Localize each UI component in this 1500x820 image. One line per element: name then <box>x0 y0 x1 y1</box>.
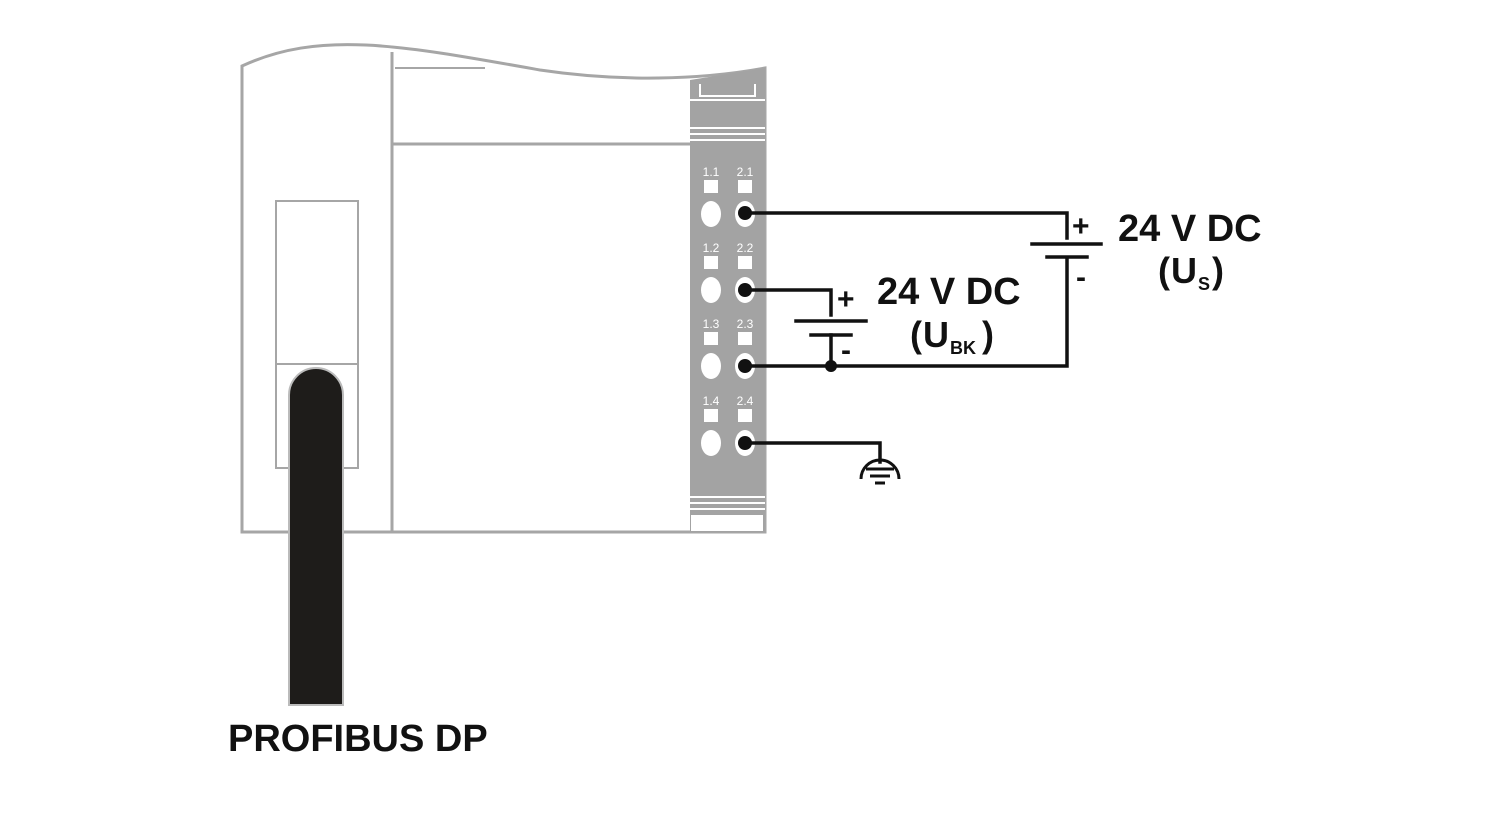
terminal-connection-dot <box>738 359 752 373</box>
led-indicator <box>704 180 718 193</box>
profibus-label: PROFIBUS DP <box>228 718 488 760</box>
wire-ubk-positive <box>743 288 833 317</box>
led-indicator <box>738 409 752 422</box>
terminal-label-1-1: 1.1 <box>703 165 720 179</box>
terminal-label-2-2: 2.2 <box>737 241 754 255</box>
terminal-socket[interactable] <box>701 353 721 379</box>
terminal-label-2-4: 2.4 <box>737 394 754 408</box>
led-indicator <box>704 332 718 345</box>
terminal-socket[interactable] <box>701 201 721 227</box>
wire-us-positive <box>743 211 1069 240</box>
terminal-block: 1.1 2.1 1.2 2.2 1.3 2.3 1.4 2.4 <box>690 68 765 532</box>
led-indicator <box>704 409 718 422</box>
svg-text:U: U <box>1171 250 1197 291</box>
svg-text:S: S <box>1198 274 1210 294</box>
terminal-label-1-3: 1.3 <box>703 317 720 331</box>
svg-text:BK: BK <box>950 338 976 358</box>
led-indicator <box>738 256 752 269</box>
terminal-label-1-2: 1.2 <box>703 241 720 255</box>
terminal-connection-dot <box>738 206 752 220</box>
svg-text:(: ( <box>910 314 922 355</box>
us-minus-sign: - <box>1076 261 1086 294</box>
us-voltage-label: 24 V DC <box>1118 208 1262 250</box>
us-plus-sign: + <box>1072 210 1090 243</box>
profibus-cable <box>288 367 344 706</box>
terminal-connection-dot <box>738 436 752 450</box>
svg-text:): ) <box>982 314 994 355</box>
terminal-socket[interactable] <box>701 277 721 303</box>
ubk-plus-sign: + <box>837 283 855 316</box>
svg-text:U: U <box>923 314 949 355</box>
terminal-socket[interactable] <box>701 430 721 456</box>
ubk-voltage-label: 24 V DC <box>877 271 1021 313</box>
wire-us-negative <box>743 256 1069 368</box>
junction-dot <box>825 360 837 372</box>
terminal-label-2-1: 2.1 <box>737 165 754 179</box>
led-indicator <box>738 180 752 193</box>
ubk-name-label: ( U BK ) <box>910 314 994 358</box>
wiring <box>743 211 1103 464</box>
wire-ground <box>743 441 882 464</box>
svg-text:): ) <box>1212 250 1224 291</box>
svg-text:(: ( <box>1158 250 1170 291</box>
led-indicator <box>738 332 752 345</box>
module-housing <box>240 43 767 534</box>
terminal-label-1-4: 1.4 <box>703 394 720 408</box>
ubk-minus-sign: - <box>841 334 851 367</box>
terminal-label-2-3: 2.3 <box>737 317 754 331</box>
led-indicator <box>704 256 718 269</box>
ground-icon <box>859 458 901 485</box>
us-name-label: ( U S ) <box>1158 250 1224 294</box>
terminal-connection-dot <box>738 283 752 297</box>
